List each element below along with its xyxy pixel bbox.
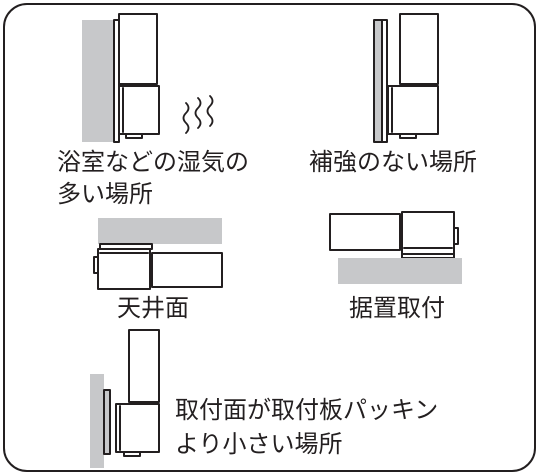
unit-lower-body [387,85,439,135]
smaller-surface-illustration [90,329,160,468]
bathroom-label-line2: 多い場所 [57,180,153,208]
unit-bottom-cap [125,133,143,139]
unit-upper-body [151,252,223,288]
mounting-plate [381,19,388,143]
no-reinforcement-illustration [373,13,439,143]
unit-bottom-cap [399,133,417,139]
unit-upper-body [329,213,401,251]
unit-side-cap [453,227,459,245]
ceiling-illustration [93,218,223,290]
ceiling-label: 天井面 [117,294,189,322]
ceiling-slab [98,218,222,244]
unit-lower-body [115,403,160,453]
mounting-plate [401,253,455,259]
bathroom-wall [82,20,114,142]
floor-standing-illustration [329,211,462,284]
small-mounting-surface [90,374,104,468]
unit-lower-body [97,248,151,290]
thin-wall [373,19,383,143]
unit-upper-body [128,329,160,403]
floor-slab [338,258,462,284]
unit-bottom-cap [123,451,141,457]
smaller-surface-label-line2: より小さい場所 [175,430,343,458]
floor-standing-label: 据置取付 [349,294,445,322]
unit-lower-body [118,85,160,135]
unit-upper-body [118,13,158,85]
bathroom-illustration [82,13,214,143]
bathroom-label-line1: 浴室などの湿気の [57,148,249,176]
steam-icon [182,95,214,134]
unit-side-cap [93,256,99,274]
no-reinforcement-label: 補強のない場所 [309,148,477,176]
unit-upper-body [399,13,439,85]
gasket-plate [103,389,111,455]
smaller-surface-label-line1: 取付面が取付板パッキン [175,396,439,424]
